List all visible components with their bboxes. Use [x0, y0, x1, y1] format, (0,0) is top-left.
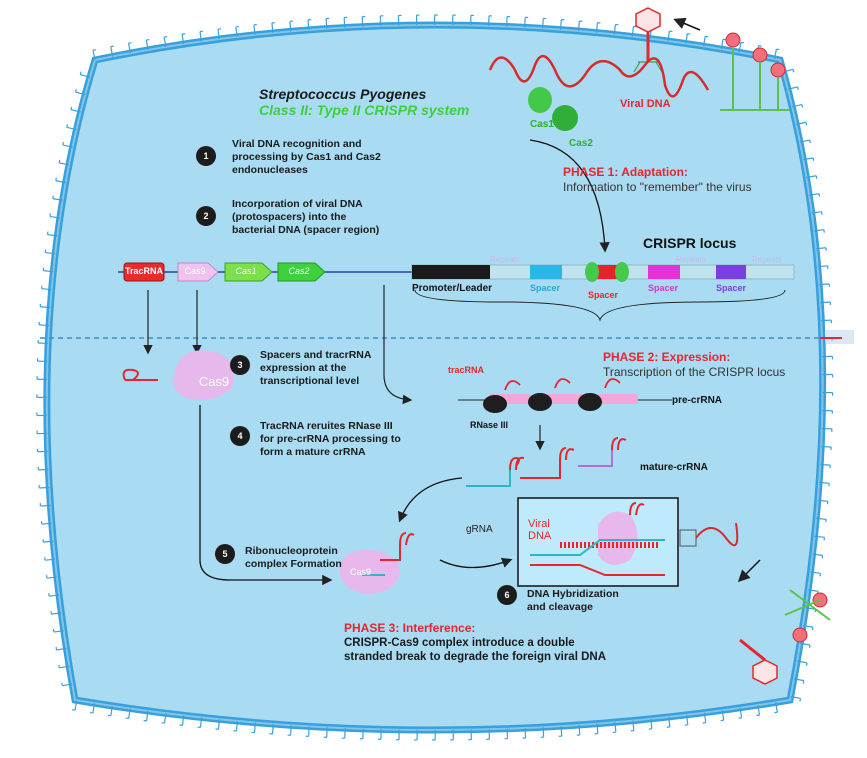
- bacteriophages-bottom: [737, 559, 831, 685]
- cas9-protein: [173, 350, 234, 401]
- cas9-gene-label: Cas9: [184, 266, 206, 276]
- promoter-label: Promoter/Leader: [412, 283, 493, 294]
- cas2-gene: [277, 262, 326, 282]
- step-2-text: Incorporation of viral DNA(protospacers)…: [232, 198, 380, 236]
- pre-crrna: [458, 378, 672, 413]
- hybridization-panel: [517, 497, 739, 587]
- cas1-gene-label: Cas1: [235, 266, 257, 276]
- adaptation-arrow: [529, 139, 610, 253]
- cas1-label: Cas1: [530, 119, 554, 130]
- tracrna-gene-label: TracRNA: [124, 266, 163, 276]
- phase1-text: Information to "remember" the virus: [563, 180, 752, 194]
- cas9-gene: [177, 262, 219, 282]
- cas9-protein-label: Cas9: [198, 374, 230, 389]
- cas2-label: Cas2: [569, 138, 593, 149]
- step-5-badge: 5: [215, 544, 235, 564]
- spacer-label-purple: Spacer: [716, 283, 747, 293]
- crispr-locus-title: CRISPR locus: [643, 235, 737, 251]
- spacer-label-red: Spacer: [588, 290, 619, 300]
- viral-dna-box-label: Viral DNA: [528, 518, 552, 542]
- crispr-locus-bar: [411, 262, 795, 322]
- phase3-title: PHASE 3: Interference:: [344, 621, 476, 635]
- spacer-label-magenta: Spacer: [648, 283, 679, 293]
- phase2-title: PHASE 2: Expression:: [603, 350, 731, 364]
- cas9-complex: [339, 532, 415, 594]
- mature-crrna-label: mature-crRNA: [640, 462, 708, 473]
- step-2-badge: 2: [196, 206, 216, 226]
- tracrna-label: tracRNA: [448, 365, 485, 375]
- mature-crrna: [466, 437, 627, 487]
- viral-dna-label: Viral DNA: [620, 98, 671, 110]
- system-subtitle: Class II: Type II CRISPR system: [259, 102, 470, 118]
- grna-label: gRNA: [466, 524, 493, 535]
- viral-dna-strand: [488, 55, 710, 131]
- step-1-badge: 1: [196, 146, 216, 166]
- organism-title: Streptococcus Pyogenes: [259, 86, 427, 102]
- repeats-label-2: Repeats: [676, 255, 706, 264]
- repeats-label-3: Repeats: [752, 255, 782, 264]
- repeats-label-1: Repeats: [490, 255, 520, 264]
- step-4-badge: 4: [230, 426, 250, 446]
- tracrna-gene: [123, 262, 165, 282]
- spacer-label-blue: Spacer: [530, 283, 561, 293]
- pre-crrna-label: pre-crRNA: [672, 395, 723, 406]
- step-6-badge: 6: [497, 585, 517, 605]
- cas2-gene-label: Cas2: [288, 266, 310, 276]
- cas9-complex-label: Cas9: [350, 567, 372, 577]
- phase1-title: PHASE 1: Adaptation:: [563, 165, 688, 179]
- cas1-gene: [224, 262, 273, 282]
- phase2-text: Transcription of the CRISPR locus: [603, 365, 786, 379]
- rnase3-label: RNase III: [470, 420, 509, 430]
- bacteriophages-top: [633, 7, 790, 111]
- step-3-badge: 3: [230, 355, 250, 375]
